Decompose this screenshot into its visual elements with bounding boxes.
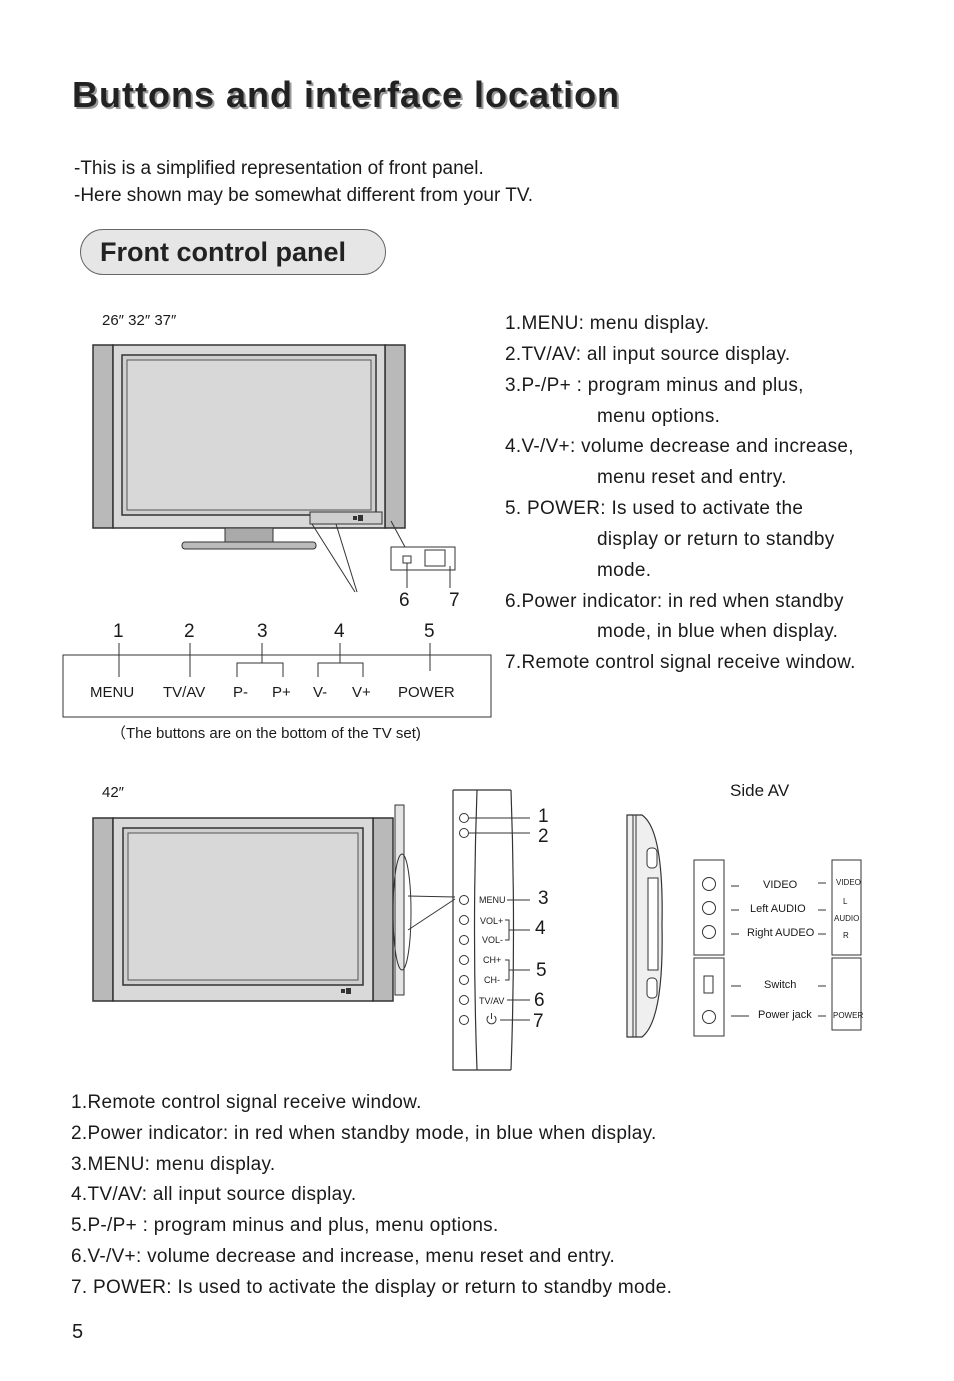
- model-sizes-top: 26″ 32″ 37″: [102, 312, 177, 329]
- callout-7-top: 7: [449, 590, 460, 611]
- top-desc-3-cont: menu options.: [597, 406, 721, 427]
- av-tag-video: VIDEO: [836, 878, 861, 887]
- bottom-desc-1: 1.Remote control signal receive window.: [71, 1092, 422, 1113]
- tv-stand-base: [181, 541, 317, 550]
- button-label-v-plus: V+: [352, 684, 371, 701]
- bottom-desc-6: 6.V-/V+: volume decrease and increase, m…: [71, 1246, 616, 1267]
- top-desc-5-cont: display or return to standby: [597, 529, 835, 550]
- model-size-bottom: 42″: [102, 784, 124, 801]
- top-desc-5: 5. POWER: Is used to activate the: [505, 498, 804, 519]
- callout-6-top: 6: [399, 590, 410, 611]
- av-label-video: VIDEO: [763, 879, 798, 891]
- power-jack: [702, 1010, 716, 1024]
- bottom-desc-4: 4.TV/AV: all input source display.: [71, 1184, 357, 1205]
- av-tag-panel: [831, 859, 862, 956]
- button-label-p-minus: P-: [233, 684, 248, 701]
- intro-line-1: -This is a simplified representation of …: [74, 158, 484, 179]
- side-number-7: 7: [533, 1011, 544, 1032]
- bottom-desc-7: 7. POWER: Is used to activate the displa…: [71, 1277, 673, 1298]
- button-number-1: 1: [113, 621, 124, 642]
- tv-screen-inner: [126, 359, 372, 511]
- top-desc-5-cont2: mode.: [597, 560, 652, 581]
- control-strip: [309, 511, 383, 525]
- side-number-5: 5: [536, 960, 547, 981]
- av-label-left-audio: Left AUDIO: [750, 903, 806, 915]
- bottom-desc-5: 5.P-/P+ : program minus and plus, menu o…: [71, 1215, 499, 1236]
- button-label-tvav: TV/AV: [163, 684, 206, 701]
- remote-window-square: [424, 549, 446, 567]
- button-number-3: 3: [257, 621, 268, 642]
- left-speaker-42: [92, 817, 114, 1002]
- power-indicator-circle: [459, 828, 469, 838]
- top-desc-4-cont: menu reset and entry.: [597, 467, 787, 488]
- left-audio-jack: [702, 901, 716, 915]
- side-label-tvav: TV/AV: [479, 996, 505, 1006]
- side-number-3: 3: [538, 888, 549, 909]
- button-bar: [62, 654, 492, 718]
- video-jack: [702, 877, 716, 891]
- section-title: Front control panel: [100, 237, 346, 267]
- button-number-2: 2: [184, 621, 195, 642]
- buttons-note: （The buttons are on the bottom of the TV…: [111, 725, 421, 742]
- remote-window-circle: [459, 813, 469, 823]
- av-tag-audio: AUDIO: [834, 914, 860, 923]
- side-number-1: 1: [538, 806, 549, 827]
- top-desc-2: 2.TV/AV: all input source display.: [505, 344, 791, 365]
- side-label-vol-plus: VOL+: [480, 916, 504, 926]
- top-desc-6-cont: mode, in blue when display.: [597, 621, 839, 642]
- right-speaker-42: [372, 817, 394, 1002]
- button-label-menu: MENU: [90, 684, 135, 701]
- top-desc-7: 7.Remote control signal receive window.: [505, 652, 856, 673]
- button-label-p-plus: P+: [272, 684, 291, 701]
- button-label-v-minus: V-: [313, 684, 328, 701]
- top-desc-3: 3.P-/P+ : program minus and plus,: [505, 375, 804, 396]
- right-speaker: [384, 344, 406, 529]
- top-desc-4: 4.V-/V+: volume decrease and increase,: [505, 436, 854, 457]
- av-label-right-audio: Right AUDEO: [747, 927, 815, 939]
- side-number-6: 6: [534, 990, 545, 1011]
- side-av-title: Side AV: [730, 781, 790, 800]
- bottom-desc-2: 2.Power indicator: in red when standby m…: [71, 1123, 657, 1144]
- top-desc-6: 6.Power indicator: in red when standby: [505, 591, 844, 612]
- top-desc-1: 1.MENU: menu display.: [505, 313, 710, 334]
- side-number-4: 4: [535, 918, 546, 939]
- tv-side-edge: [394, 804, 405, 996]
- button-number-4: 4: [334, 621, 345, 642]
- right-audio-jack: [702, 925, 716, 939]
- av-tag-power: POWER: [833, 1011, 864, 1020]
- side-number-2: 2: [538, 826, 549, 847]
- power-symbol-icon: [486, 1015, 497, 1025]
- switch-shape: [703, 975, 714, 994]
- power-indicator-square: [402, 555, 412, 564]
- tv-stand-neck: [224, 527, 274, 543]
- av-label-power-jack: Power jack: [758, 1009, 812, 1021]
- av-tag-r: R: [843, 931, 849, 940]
- button-number-5: 5: [424, 621, 435, 642]
- bottom-desc-3: 3.MENU: menu display.: [71, 1154, 276, 1175]
- section-title-pill: Front control panel: [80, 229, 386, 275]
- side-label-vol-minus: VOL-: [482, 935, 504, 945]
- side-label-ch-plus: CH+: [483, 955, 502, 965]
- av-tag-l: L: [843, 897, 848, 906]
- side-label-menu: MENU: [479, 895, 506, 905]
- power-jack-panel: [693, 957, 725, 1037]
- power-tag-panel: [831, 957, 862, 1031]
- button-label-power: POWER: [398, 684, 455, 701]
- left-speaker: [92, 344, 114, 529]
- page-title: Buttons and interface location: [72, 74, 621, 115]
- side-label-ch-minus: CH-: [484, 975, 500, 985]
- intro-line-2: -Here shown may be somewhat different fr…: [74, 185, 534, 206]
- av-label-switch: Switch: [764, 979, 797, 991]
- page-number: 5: [72, 1321, 84, 1343]
